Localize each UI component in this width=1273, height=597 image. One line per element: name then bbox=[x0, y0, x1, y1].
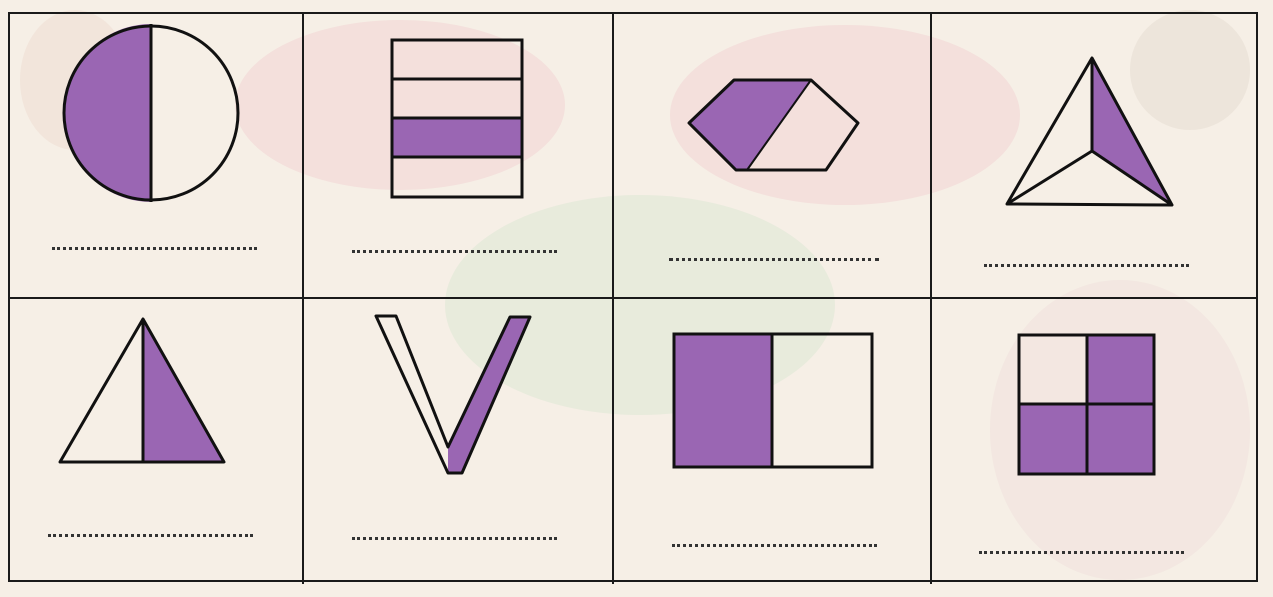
figure-cell-circle bbox=[10, 14, 304, 299]
triangle-third-shaded-figure bbox=[932, 14, 1258, 299]
figure-cell-rectangle-halves bbox=[614, 299, 932, 584]
figure-cell-hexagon bbox=[614, 14, 932, 299]
answer-line[interactable] bbox=[979, 551, 1184, 554]
hexagon-half-shaded-figure bbox=[614, 14, 932, 299]
answer-line[interactable] bbox=[352, 537, 557, 540]
answer-line[interactable] bbox=[672, 544, 877, 547]
triangle-half-shaded-figure bbox=[10, 299, 304, 584]
circle-half-shaded-figure bbox=[10, 14, 304, 299]
fraction-worksheet-grid bbox=[8, 12, 1258, 582]
figure-cell-triangle-thirds bbox=[932, 14, 1258, 299]
figure-cell-rectangle-strips bbox=[304, 14, 614, 299]
figure-cell-v-shape bbox=[304, 299, 614, 584]
square-three-quarters-shaded-figure bbox=[932, 299, 1258, 584]
answer-line[interactable] bbox=[984, 264, 1189, 267]
figure-cell-triangle-halves bbox=[10, 299, 304, 584]
rectangle-half-shaded-figure bbox=[614, 299, 932, 584]
figure-cell-square-quarters bbox=[932, 299, 1258, 584]
v-shape-half-shaded-figure bbox=[304, 299, 614, 584]
answer-line[interactable] bbox=[669, 258, 879, 261]
answer-line[interactable] bbox=[48, 534, 253, 537]
rectangle-quarter-shaded-figure bbox=[304, 14, 614, 299]
answer-line[interactable] bbox=[352, 250, 557, 253]
answer-line[interactable] bbox=[52, 247, 257, 250]
